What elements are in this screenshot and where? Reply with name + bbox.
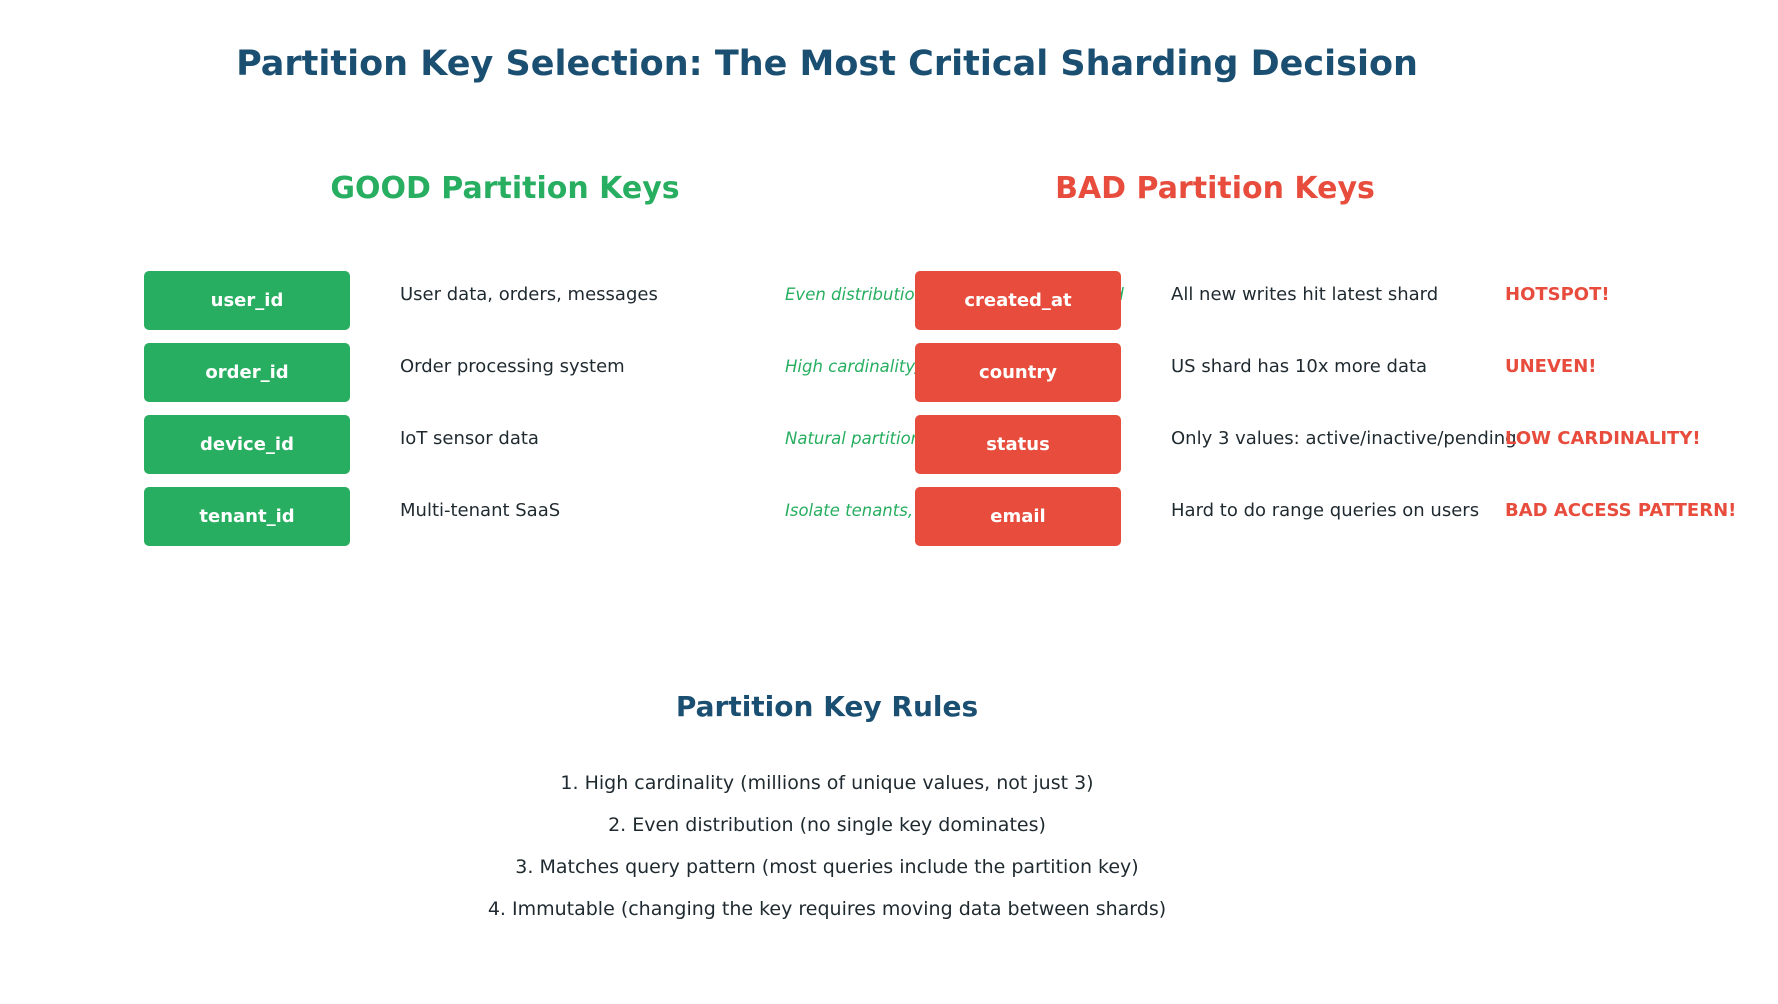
bad-description: Only 3 values: active/inactive/pending: [1171, 428, 1517, 449]
good-key-order-id: order_id: [144, 343, 350, 402]
bad-description: Hard to do range queries on users: [1171, 500, 1480, 521]
bad-key-email: email: [915, 487, 1121, 546]
good-description: IoT sensor data: [400, 428, 539, 449]
rule-item: 4. Immutable (changing the key requires …: [487, 898, 1167, 920]
rule-item: 1. High cardinality (millions of unique …: [560, 772, 1094, 794]
good-description: User data, orders, messages: [400, 284, 658, 305]
bad-verdict: HOTSPOT!: [1505, 284, 1610, 305]
bad-key-created-at: created_at: [915, 271, 1121, 330]
bad-key-country: country: [915, 343, 1121, 402]
bad-key-status: status: [915, 415, 1121, 474]
bad-verdict: LOW CARDINALITY!: [1505, 428, 1701, 449]
bad-verdict: UNEVEN!: [1505, 356, 1597, 377]
rule-item: 2. Even distribution (no single key domi…: [608, 814, 1046, 836]
rules-heading: Partition Key Rules: [675, 690, 979, 723]
bad-description: All new writes hit latest shard: [1171, 284, 1439, 305]
bad-keys-heading: BAD Partition Keys: [1055, 171, 1375, 206]
rule-item: 3. Matches query pattern (most queries i…: [515, 856, 1139, 878]
bad-verdict: BAD ACCESS PATTERN!: [1505, 500, 1737, 521]
good-key-tenant-id: tenant_id: [144, 487, 350, 546]
bad-description: US shard has 10x more data: [1171, 356, 1428, 377]
good-description: Order processing system: [400, 356, 625, 377]
good-key-user-id: user_id: [144, 271, 350, 330]
good-keys-heading: GOOD Partition Keys: [330, 171, 680, 206]
page-title: Partition Key Selection: The Most Critic…: [236, 44, 1418, 84]
good-description: Multi-tenant SaaS: [400, 500, 561, 521]
good-key-device-id: device_id: [144, 415, 350, 474]
